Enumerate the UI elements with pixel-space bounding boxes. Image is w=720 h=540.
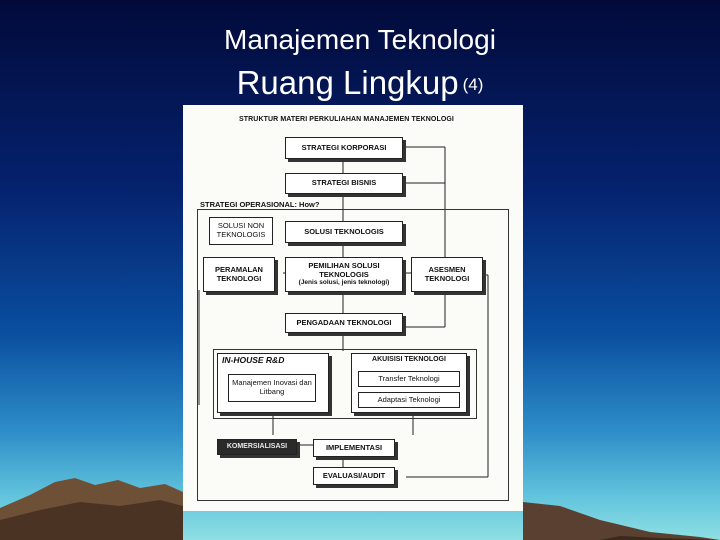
akuisisi-teknologi-title: AKUISISI TEKNOLOGI — [372, 356, 446, 363]
implementasi-box: IMPLEMENTASI — [313, 439, 395, 457]
transfer-teknologi-box: Transfer Teknologi — [358, 371, 460, 387]
strategi-operasional-label: STRATEGI OPERASIONAL: How? — [200, 200, 320, 209]
asesmen-teknologi-box: ASESMEN TEKNOLOGI — [411, 257, 483, 292]
operational-frame — [197, 209, 509, 501]
pemilihan-solusi-box: PEMILIHAN SOLUSI TEKNOLOGIS (Jenis solus… — [285, 257, 403, 292]
pengadaan-teknologi-box: PENGADAAN TEKNOLOGI — [285, 313, 403, 333]
mountain-background — [0, 478, 720, 540]
manajemen-inovasi-box: Manajemen Inovasi dan Litbang — [228, 374, 316, 402]
strategi-bisnis-box: STRATEGI BISNIS — [285, 173, 403, 194]
peramalan-teknologi-box: PERAMALAN TEKNOLOGI — [203, 257, 275, 292]
komersialisasi-box: KOMERSIALISASI — [217, 439, 297, 455]
subtitle-text: Ruang Lingkup — [236, 64, 459, 101]
diagram-scan: STRUKTUR MATERI PERKULIAHAN MANAJEMEN TE… — [183, 105, 523, 511]
pemilihan-solusi-note: (Jenis solusi, jenis teknologi) — [298, 279, 390, 287]
pemilihan-solusi-title: PEMILIHAN SOLUSI TEKNOLOGIS — [308, 261, 380, 279]
subtitle-page-number: (4) — [462, 75, 484, 94]
diagram-header: STRUKTUR MATERI PERKULIAHAN MANAJEMEN TE… — [239, 116, 454, 123]
adaptasi-teknologi-box: Adaptasi Teknologi — [358, 392, 460, 408]
solusi-teknologis-box: SOLUSI TEKNOLOGIS — [285, 221, 403, 243]
in-house-rnd-title: IN-HOUSE R&D — [222, 355, 285, 365]
procurement-frame — [213, 349, 477, 419]
akuisisi-teknologi-box: AKUISISI TEKNOLOGI Transfer Teknologi Ad… — [351, 353, 467, 413]
in-house-rnd-box: IN-HOUSE R&D Manajemen Inovasi dan Litba… — [217, 353, 329, 413]
slide-title: Manajemen Teknologi — [224, 24, 496, 55]
solusi-non-teknologis-box: SOLUSI NON TEKNOLOGIS — [209, 217, 273, 245]
evaluasi-audit-box: EVALUASI/AUDIT — [313, 467, 395, 485]
slide-subtitle: Ruang Lingkup(4) — [0, 64, 720, 102]
strategi-korporasi-box: STRATEGI KORPORASI — [285, 137, 403, 159]
